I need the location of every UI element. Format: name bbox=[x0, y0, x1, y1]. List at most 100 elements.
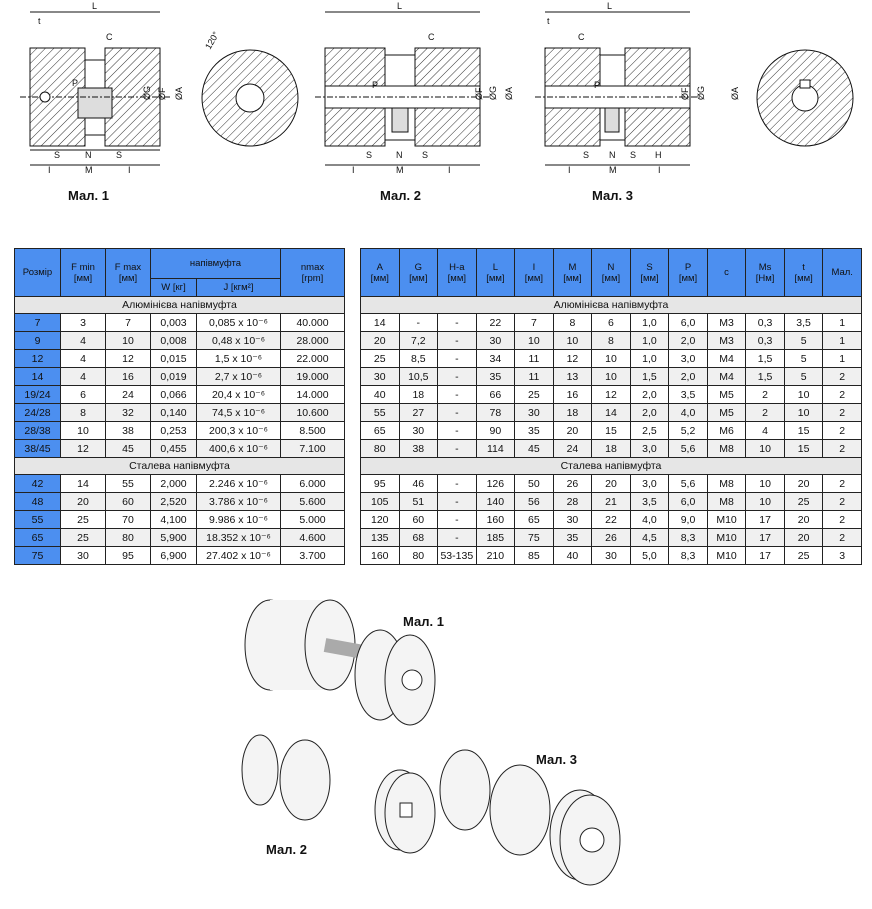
table-cell: 4,100 bbox=[150, 510, 197, 529]
table-cell: 0,3 bbox=[745, 331, 785, 350]
header-nmax-unit: [rpm] bbox=[301, 272, 324, 284]
table-cell: 35 bbox=[475, 367, 516, 386]
table-cell: 5.000 bbox=[280, 510, 345, 529]
table-cell: 8,5 bbox=[398, 349, 439, 368]
table-cell: 1 bbox=[822, 331, 862, 350]
header-label: I bbox=[532, 261, 536, 273]
table-cell: 5 bbox=[783, 331, 824, 350]
table-cell: 12 bbox=[105, 349, 151, 368]
table-cell: 3.786 x 10⁻⁶ bbox=[196, 492, 281, 511]
table-cell: 20 bbox=[552, 421, 593, 440]
table-cell: 0,140 bbox=[150, 403, 197, 422]
table-cell: 5,0 bbox=[629, 546, 670, 565]
table-cell: M10 bbox=[706, 510, 747, 529]
table-cell: 22 bbox=[591, 510, 631, 529]
table-cell: 5 bbox=[783, 349, 824, 368]
table-cell: 10,5 bbox=[398, 367, 439, 386]
table-cell: 2,0 bbox=[629, 385, 670, 404]
header-unit: [мм] bbox=[678, 272, 698, 284]
dim-F: ØF bbox=[680, 87, 690, 100]
table-cell: 2 bbox=[822, 385, 862, 404]
table-cell: 20,4 x 10⁻⁶ bbox=[196, 385, 281, 404]
size-cell: 48 bbox=[14, 492, 61, 511]
header-ms: Ms[Нм] bbox=[745, 248, 785, 297]
table-cell: 17 bbox=[745, 546, 785, 565]
dim-A: ØA bbox=[504, 87, 514, 100]
size-cell: 75 bbox=[14, 546, 61, 565]
table-cell: 25 bbox=[783, 492, 824, 511]
header-nmax-label: nmax bbox=[300, 261, 325, 273]
table-cell: M8 bbox=[706, 439, 747, 458]
header-nmax: nmax[rpm] bbox=[280, 248, 345, 297]
table-cell: 21 bbox=[591, 492, 631, 511]
table-cell: 65 bbox=[360, 421, 400, 440]
table-cell: 14 bbox=[60, 474, 106, 493]
table-cell: 51 bbox=[398, 492, 439, 511]
table-cell: 9.986 x 10⁻⁶ bbox=[196, 510, 281, 529]
header-unit: [мм] bbox=[794, 272, 813, 284]
header-fmax: F max [мм] bbox=[105, 248, 151, 297]
table-cell: 2,0 bbox=[668, 367, 708, 386]
table-cell: 0,003 bbox=[150, 313, 197, 332]
dim-L: L bbox=[92, 1, 97, 11]
size-cell: 9 bbox=[14, 331, 61, 350]
table-cell: 10.600 bbox=[280, 403, 345, 422]
table-cell: 55 bbox=[105, 474, 151, 493]
table-cell: 32 bbox=[105, 403, 151, 422]
size-cell: 7 bbox=[14, 313, 61, 332]
dim-P: P bbox=[372, 80, 378, 90]
table-cell: 126 bbox=[475, 474, 516, 493]
header-ha: H-a[мм] bbox=[437, 248, 477, 297]
table-cell: 2 bbox=[745, 385, 785, 404]
drawing-fig3: L t C P ØF ØG ØA S N S H I M I bbox=[535, 1, 854, 175]
table-cell: 85 bbox=[514, 546, 554, 565]
table-cell: 2,0 bbox=[668, 331, 708, 350]
header-label: S bbox=[646, 261, 653, 273]
drawing-fig1: L t C P ØG ØF ØA S N S I M I 120° bbox=[20, 1, 299, 175]
table-cell: 0,015 bbox=[150, 349, 197, 368]
table-cell: 20 bbox=[360, 331, 400, 350]
table-cell: 80 bbox=[360, 439, 400, 458]
table-cell: 4 bbox=[60, 331, 106, 350]
table-cell: 56 bbox=[514, 492, 554, 511]
table-cell: 17 bbox=[745, 528, 785, 547]
table-cell: 1,5 x 10⁻⁶ bbox=[196, 349, 281, 368]
coupling-illustrations bbox=[241, 599, 621, 886]
dim-S: S bbox=[54, 150, 60, 160]
table-cell: 90 bbox=[475, 421, 516, 440]
table-cell: 10 bbox=[591, 349, 631, 368]
header-unit: [мм] bbox=[524, 272, 544, 284]
table-cell: 8,3 bbox=[668, 546, 708, 565]
table-cell: M3 bbox=[706, 331, 747, 350]
table-cell: 18 bbox=[591, 439, 631, 458]
table-cell: 28.000 bbox=[280, 331, 345, 350]
dim-H: H bbox=[655, 150, 662, 160]
dim-N: N bbox=[396, 150, 403, 160]
dim-I: I bbox=[568, 165, 571, 175]
table-cell: 2,520 bbox=[150, 492, 197, 511]
dim-L: L bbox=[397, 1, 402, 11]
table-cell: 26 bbox=[552, 474, 593, 493]
table-cell: 34 bbox=[475, 349, 516, 368]
table-cell: 0,066 bbox=[150, 385, 197, 404]
header-label: P bbox=[684, 261, 692, 273]
drawing-fig2: L C P ØF ØG ØA S N S I M I bbox=[315, 1, 514, 175]
table-cell: 114 bbox=[475, 439, 516, 458]
table-cell: 60 bbox=[398, 510, 439, 529]
size-cell: 42 bbox=[14, 474, 61, 493]
table-cell: - bbox=[437, 421, 477, 440]
header-weight: W [кг] bbox=[150, 278, 197, 297]
table-cell: - bbox=[437, 349, 477, 368]
table-cell: 4 bbox=[60, 367, 106, 386]
left-spec-table: Розмір F min [мм] F max [мм] напівмуфта … bbox=[14, 248, 345, 565]
table-cell: M8 bbox=[706, 474, 747, 493]
table-cell: 6,0 bbox=[668, 492, 708, 511]
